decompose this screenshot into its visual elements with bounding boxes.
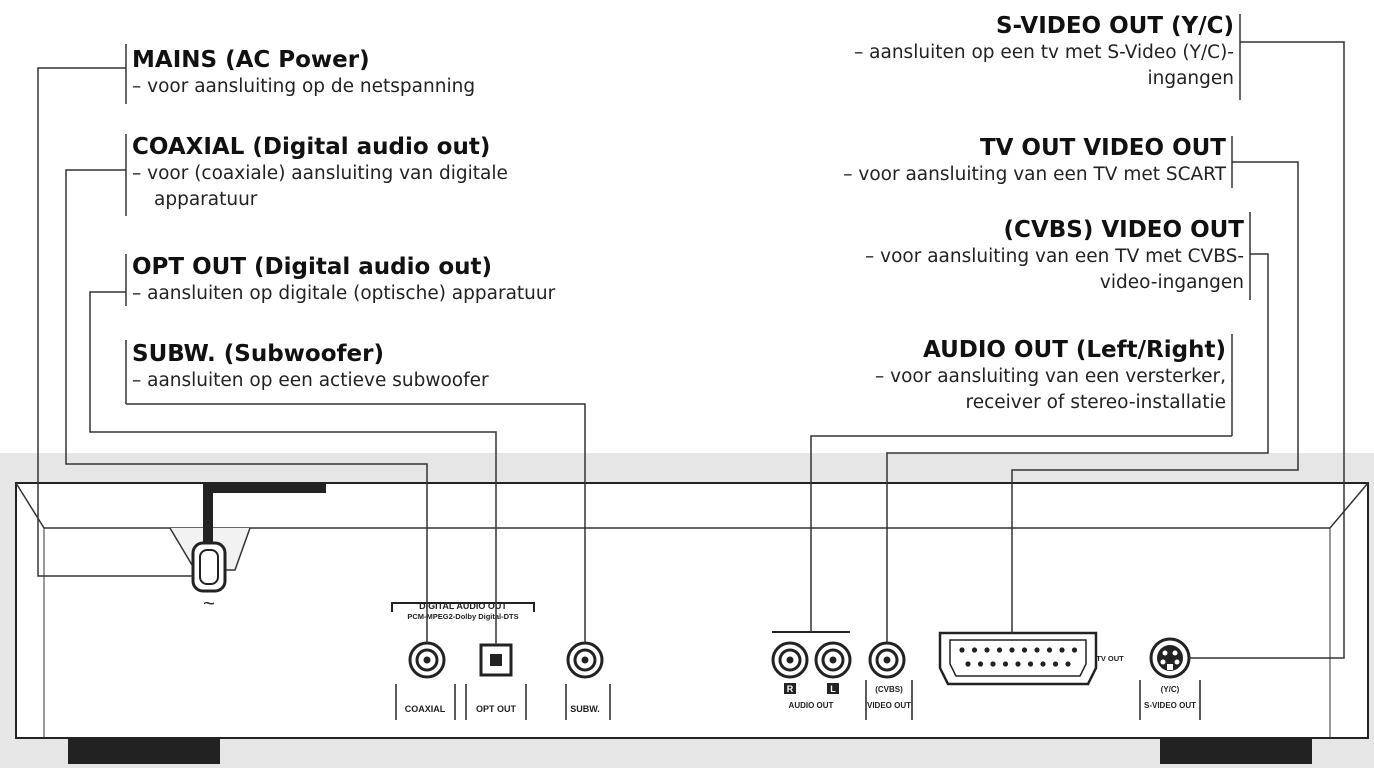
scart-pin — [990, 661, 996, 667]
subw-port-label: SUBW. — [570, 704, 600, 714]
coaxial-jack — [408, 641, 446, 679]
subwoofer-jack — [566, 641, 604, 679]
callout-mains-title: MAINS (AC Power) — [132, 47, 370, 73]
scart-connector — [938, 631, 1098, 686]
digital-audio-out-label: DIGITAL AUDIO OUT — [419, 601, 507, 611]
yc-port-label: (Y/C) — [1161, 685, 1180, 694]
scart-pin — [971, 647, 978, 653]
scart-pin — [965, 661, 971, 667]
left-marker-box — [827, 683, 839, 694]
scart-pin — [996, 647, 1003, 653]
s-video-out-port-label: S-VIDEO OUT — [1144, 701, 1196, 710]
left-marker: L — [830, 684, 836, 694]
callout-audio-out-line-1: – voor aansluiting van een versterker, — [875, 366, 1226, 387]
chassis — [15, 482, 1369, 739]
cvbs-jack — [868, 641, 906, 679]
scart-pin — [1021, 647, 1028, 653]
callout-bars — [125, 14, 1251, 436]
callout-tv-out-title: TV OUT VIDEO OUT — [979, 135, 1226, 161]
audio-right-jack — [771, 641, 809, 679]
right-marker: R — [787, 684, 794, 694]
digital-formats-label: PCM-MPEG2-Dolby Digital-DTS — [407, 612, 518, 621]
digital-label-frames — [395, 684, 611, 720]
digital-audio-bracket — [391, 602, 535, 612]
scart-pin — [1034, 647, 1040, 653]
opt-out-leader — [89, 291, 497, 645]
scart-pin — [1027, 661, 1034, 667]
callout-subw: SUBW. (Subwoofer) – aansluiten op een ac… — [132, 340, 489, 394]
scart-pin — [1065, 661, 1071, 667]
optical-port — [479, 643, 513, 677]
scart-pin — [977, 661, 984, 667]
scart-pin — [1002, 661, 1009, 667]
cvbs-leader — [886, 253, 1269, 643]
scart-pin — [1015, 661, 1021, 667]
leader-lines — [37, 41, 1345, 659]
callout-mains-line-1: – voor aansluiting op de netspanning — [132, 76, 476, 97]
scart-pin — [959, 647, 965, 653]
callout-s-video: S-VIDEO OUT (Y/C) – aansluiten op een tv… — [854, 12, 1234, 92]
callout-cvbs-title: (CVBS) VIDEO OUT — [1003, 217, 1244, 243]
callout-tv-out-line-1: – voor aansluiting van een TV met SCART — [843, 164, 1226, 185]
audio-left-jack — [814, 641, 852, 679]
callout-coaxial-line-1: – voor (coaxiale) aansluiting van digita… — [132, 163, 508, 184]
scart-pin — [1040, 661, 1046, 667]
callout-cvbs-line-1: – voor aansluiting van een TV met CVBS- — [865, 246, 1244, 267]
right-marker-box — [784, 683, 796, 694]
callout-opt-out: OPT OUT (Digital audio out) – aansluiten… — [132, 253, 555, 307]
opt-out-port-label: OPT OUT — [476, 704, 517, 714]
callout-cvbs: (CVBS) VIDEO OUT – voor aansluiting van … — [865, 216, 1244, 296]
scart-pin — [984, 647, 990, 653]
callout-cvbs-line-2: video-ingangen — [1099, 272, 1244, 293]
scart-pin — [1059, 647, 1065, 653]
callout-coaxial: COAXIAL (Digital audio out) – voor (coax… — [132, 133, 508, 213]
tv-out-leader — [1011, 161, 1299, 633]
s-video-leader — [1189, 41, 1345, 659]
video-out-port-label: VIDEO OUT — [867, 701, 911, 710]
callout-audio-out: AUDIO OUT (Left/Right) – voor aansluitin… — [875, 336, 1226, 416]
callout-audio-out-line-2: receiver of stereo-installatie — [965, 392, 1226, 413]
callout-coaxial-line-2: apparatuur — [154, 189, 258, 210]
callout-subw-title: SUBW. (Subwoofer) — [132, 341, 384, 367]
scart-pin — [1052, 661, 1059, 667]
mains-leader — [37, 67, 193, 577]
chassis-bevel — [15, 482, 1369, 529]
subw-leader — [126, 403, 586, 643]
scart-pin — [1046, 647, 1053, 653]
coaxial-port-label: COAXIAL — [405, 704, 446, 714]
callout-coaxial-title: COAXIAL (Digital audio out) — [132, 134, 491, 160]
callout-subw-line-1: – aansluiten op een actieve subwoofer — [132, 370, 489, 391]
coaxial-leader — [65, 169, 428, 643]
callout-tv-out: TV OUT VIDEO OUT – voor aansluiting van … — [843, 134, 1226, 188]
power-symbol: ~ — [203, 593, 215, 615]
callout-audio-out-title: AUDIO OUT (Left/Right) — [922, 337, 1226, 363]
callout-opt-out-line-1: – aansluiten op digitale (optische) appa… — [132, 283, 556, 304]
callout-opt-out-title: OPT OUT (Digital audio out) — [132, 254, 493, 280]
audio-out-leader — [810, 435, 1232, 632]
audio-out-port-label: AUDIO OUT — [789, 701, 834, 710]
power-cord — [169, 483, 326, 593]
callout-s-video-title: S-VIDEO OUT (Y/C) — [995, 13, 1234, 39]
scart-pin — [1009, 647, 1015, 653]
scart-pin — [1071, 647, 1078, 653]
callout-s-video-line-2: ingangen — [1147, 68, 1234, 89]
callout-s-video-line-1: – aansluiten op een tv met S-Video (Y/C)… — [854, 42, 1234, 63]
callout-mains: MAINS (AC Power) – voor aansluiting op d… — [132, 46, 475, 100]
s-video-connector — [1149, 637, 1191, 679]
cvbs-port-label: (CVBS) — [875, 685, 903, 694]
tv-out-port-label: TV OUT — [1096, 654, 1124, 663]
